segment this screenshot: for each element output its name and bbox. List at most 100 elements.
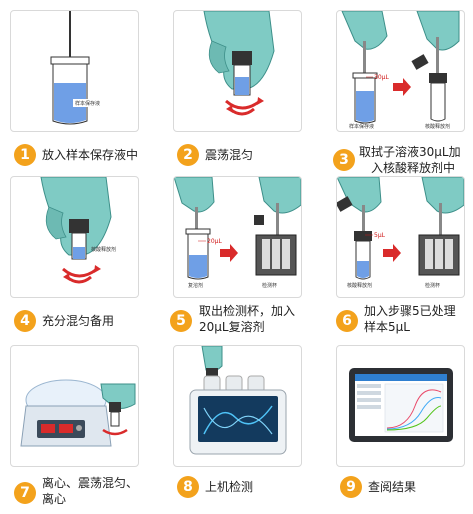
step-8-panel — [173, 345, 302, 467]
release-tube — [430, 82, 446, 122]
tube-liquid — [235, 77, 249, 95]
step-3-panel: 30μL 样本保存液 核酸释放剂 — [336, 10, 465, 132]
caption-line: 取拭子溶液30μL加 — [359, 145, 461, 159]
dna-helix-graphic — [203, 405, 273, 435]
table-row — [357, 398, 381, 402]
tube-liquid — [357, 261, 369, 278]
step-5-panel: 20μL 复溶剂 检测杯 — [173, 176, 302, 298]
step-1-panel: 样本保存液 — [10, 10, 139, 132]
caption-line: 取出检测杯，加入 — [199, 304, 296, 318]
caption-line: 20μL复溶剂 — [199, 320, 265, 334]
step-3-illustration: 30μL 样本保存液 核酸释放剂 — [341, 11, 460, 130]
right-arrow-icon — [383, 244, 401, 262]
tube-label: 复溶剂 — [188, 282, 203, 289]
arrowhead-icon — [257, 97, 264, 105]
step-2-illustration — [203, 11, 275, 116]
caption-line: 充分混匀备用 — [42, 314, 115, 328]
volume-label: 30μL — [374, 74, 389, 81]
step-8-illustration — [189, 346, 287, 455]
caption-line: 查阅结果 — [368, 480, 417, 494]
sample-liquid — [356, 91, 374, 122]
step-1-caption: 放入样本保存液中 — [42, 147, 138, 163]
cup-well — [282, 239, 290, 269]
step-6-panel: 5μL 核酸释放剂 检测杯 — [336, 176, 465, 298]
step-3-caption: 取拭子溶液30μL加 入核酸释放剂中 — [359, 144, 461, 176]
glove-hand — [258, 177, 301, 214]
step-8-caption: 上机检测 — [205, 479, 253, 495]
swab-stick — [69, 11, 71, 66]
step-3-number: 3 — [333, 149, 355, 171]
cup-well — [262, 239, 270, 269]
amplification-curve — [386, 389, 442, 429]
tube-label-2: 检测杯 — [425, 282, 440, 289]
shake-arrow-icon — [229, 107, 255, 116]
amplification-curve — [386, 405, 442, 431]
shake-arrow-icon — [225, 99, 261, 110]
caption-line: 加入步骤5已处理 — [364, 304, 456, 318]
sample-liquid — [54, 83, 86, 123]
pipette-tip — [363, 41, 366, 86]
glove-hand — [421, 177, 464, 214]
pipette-tip — [436, 37, 439, 79]
arrowhead-icon — [63, 273, 70, 281]
tube-cap — [109, 402, 121, 412]
step-2-number: 2 — [177, 144, 199, 166]
table-row — [357, 391, 381, 395]
cup-well — [425, 239, 433, 269]
tube-rim — [185, 228, 211, 235]
tube-label: 样本保存液 — [75, 100, 100, 107]
glove-thumb — [45, 206, 67, 240]
caption-line: 上机检测 — [205, 480, 254, 494]
step-6-caption: 加入步骤5已处理 样本5μL — [364, 303, 456, 335]
tube-label: 样本保存液 — [349, 123, 374, 130]
step-1-number: 1 — [14, 144, 36, 166]
tube-cap — [69, 219, 89, 233]
glove-thumb — [208, 40, 230, 74]
step-7-illustration — [20, 379, 136, 447]
caption-line: 震荡混匀 — [205, 148, 254, 162]
volume-label: 20μL — [207, 238, 222, 245]
display-led — [41, 424, 55, 433]
cup-well — [435, 239, 443, 269]
step-5-caption: 取出检测杯，加入 20μL复溶剂 — [199, 303, 295, 335]
right-arrow-icon — [220, 244, 238, 262]
cup-cap — [254, 215, 264, 225]
tube-collar — [354, 231, 372, 241]
step-5-illustration: 20μL 复溶剂 检测杯 — [174, 177, 301, 289]
table-row — [357, 384, 381, 388]
tube-label-2: 核酸释放剂 — [425, 123, 450, 130]
arrowhead-icon — [226, 105, 233, 113]
tube-label-bg — [73, 99, 113, 107]
caption-line: 入核酸释放剂中 — [371, 161, 456, 175]
step-2-panel — [173, 10, 302, 132]
caption-line: 放入样本保存液中 — [42, 148, 139, 162]
step-9-panel — [336, 345, 465, 467]
pipette-tip — [439, 203, 442, 235]
amplification-curve — [386, 397, 442, 430]
tube-label: 核酸释放剂 — [347, 282, 372, 289]
small-tube — [110, 411, 120, 427]
tube-collar — [429, 73, 447, 83]
release-tube-cap — [337, 196, 353, 212]
pipette-tip — [276, 203, 279, 235]
step-8-number: 8 — [177, 476, 199, 498]
arrowhead-icon — [94, 265, 101, 273]
step-9-number: 9 — [340, 476, 362, 498]
step-4-panel: 核酸释放剂 — [10, 176, 139, 298]
shake-arrow-icon — [62, 267, 98, 278]
knob-icon — [76, 425, 82, 431]
step-2-caption: 震荡混匀 — [205, 147, 253, 163]
cup-well — [272, 239, 280, 269]
step-7-panel — [10, 345, 139, 467]
step-1-illustration: 样本保存液 — [50, 11, 113, 125]
caption-line: 离心 — [42, 492, 67, 506]
table-row — [357, 405, 381, 409]
step-7-caption: 离心、震荡混匀、 离心 — [42, 475, 138, 507]
app-header-bar — [355, 374, 447, 381]
display-led — [59, 424, 73, 433]
caption-line: 样本5μL — [364, 320, 410, 334]
release-tube-cap — [411, 54, 429, 70]
tube-cap — [232, 51, 252, 65]
shake-arrow-icon — [102, 428, 128, 436]
pipette-tip — [362, 205, 365, 249]
